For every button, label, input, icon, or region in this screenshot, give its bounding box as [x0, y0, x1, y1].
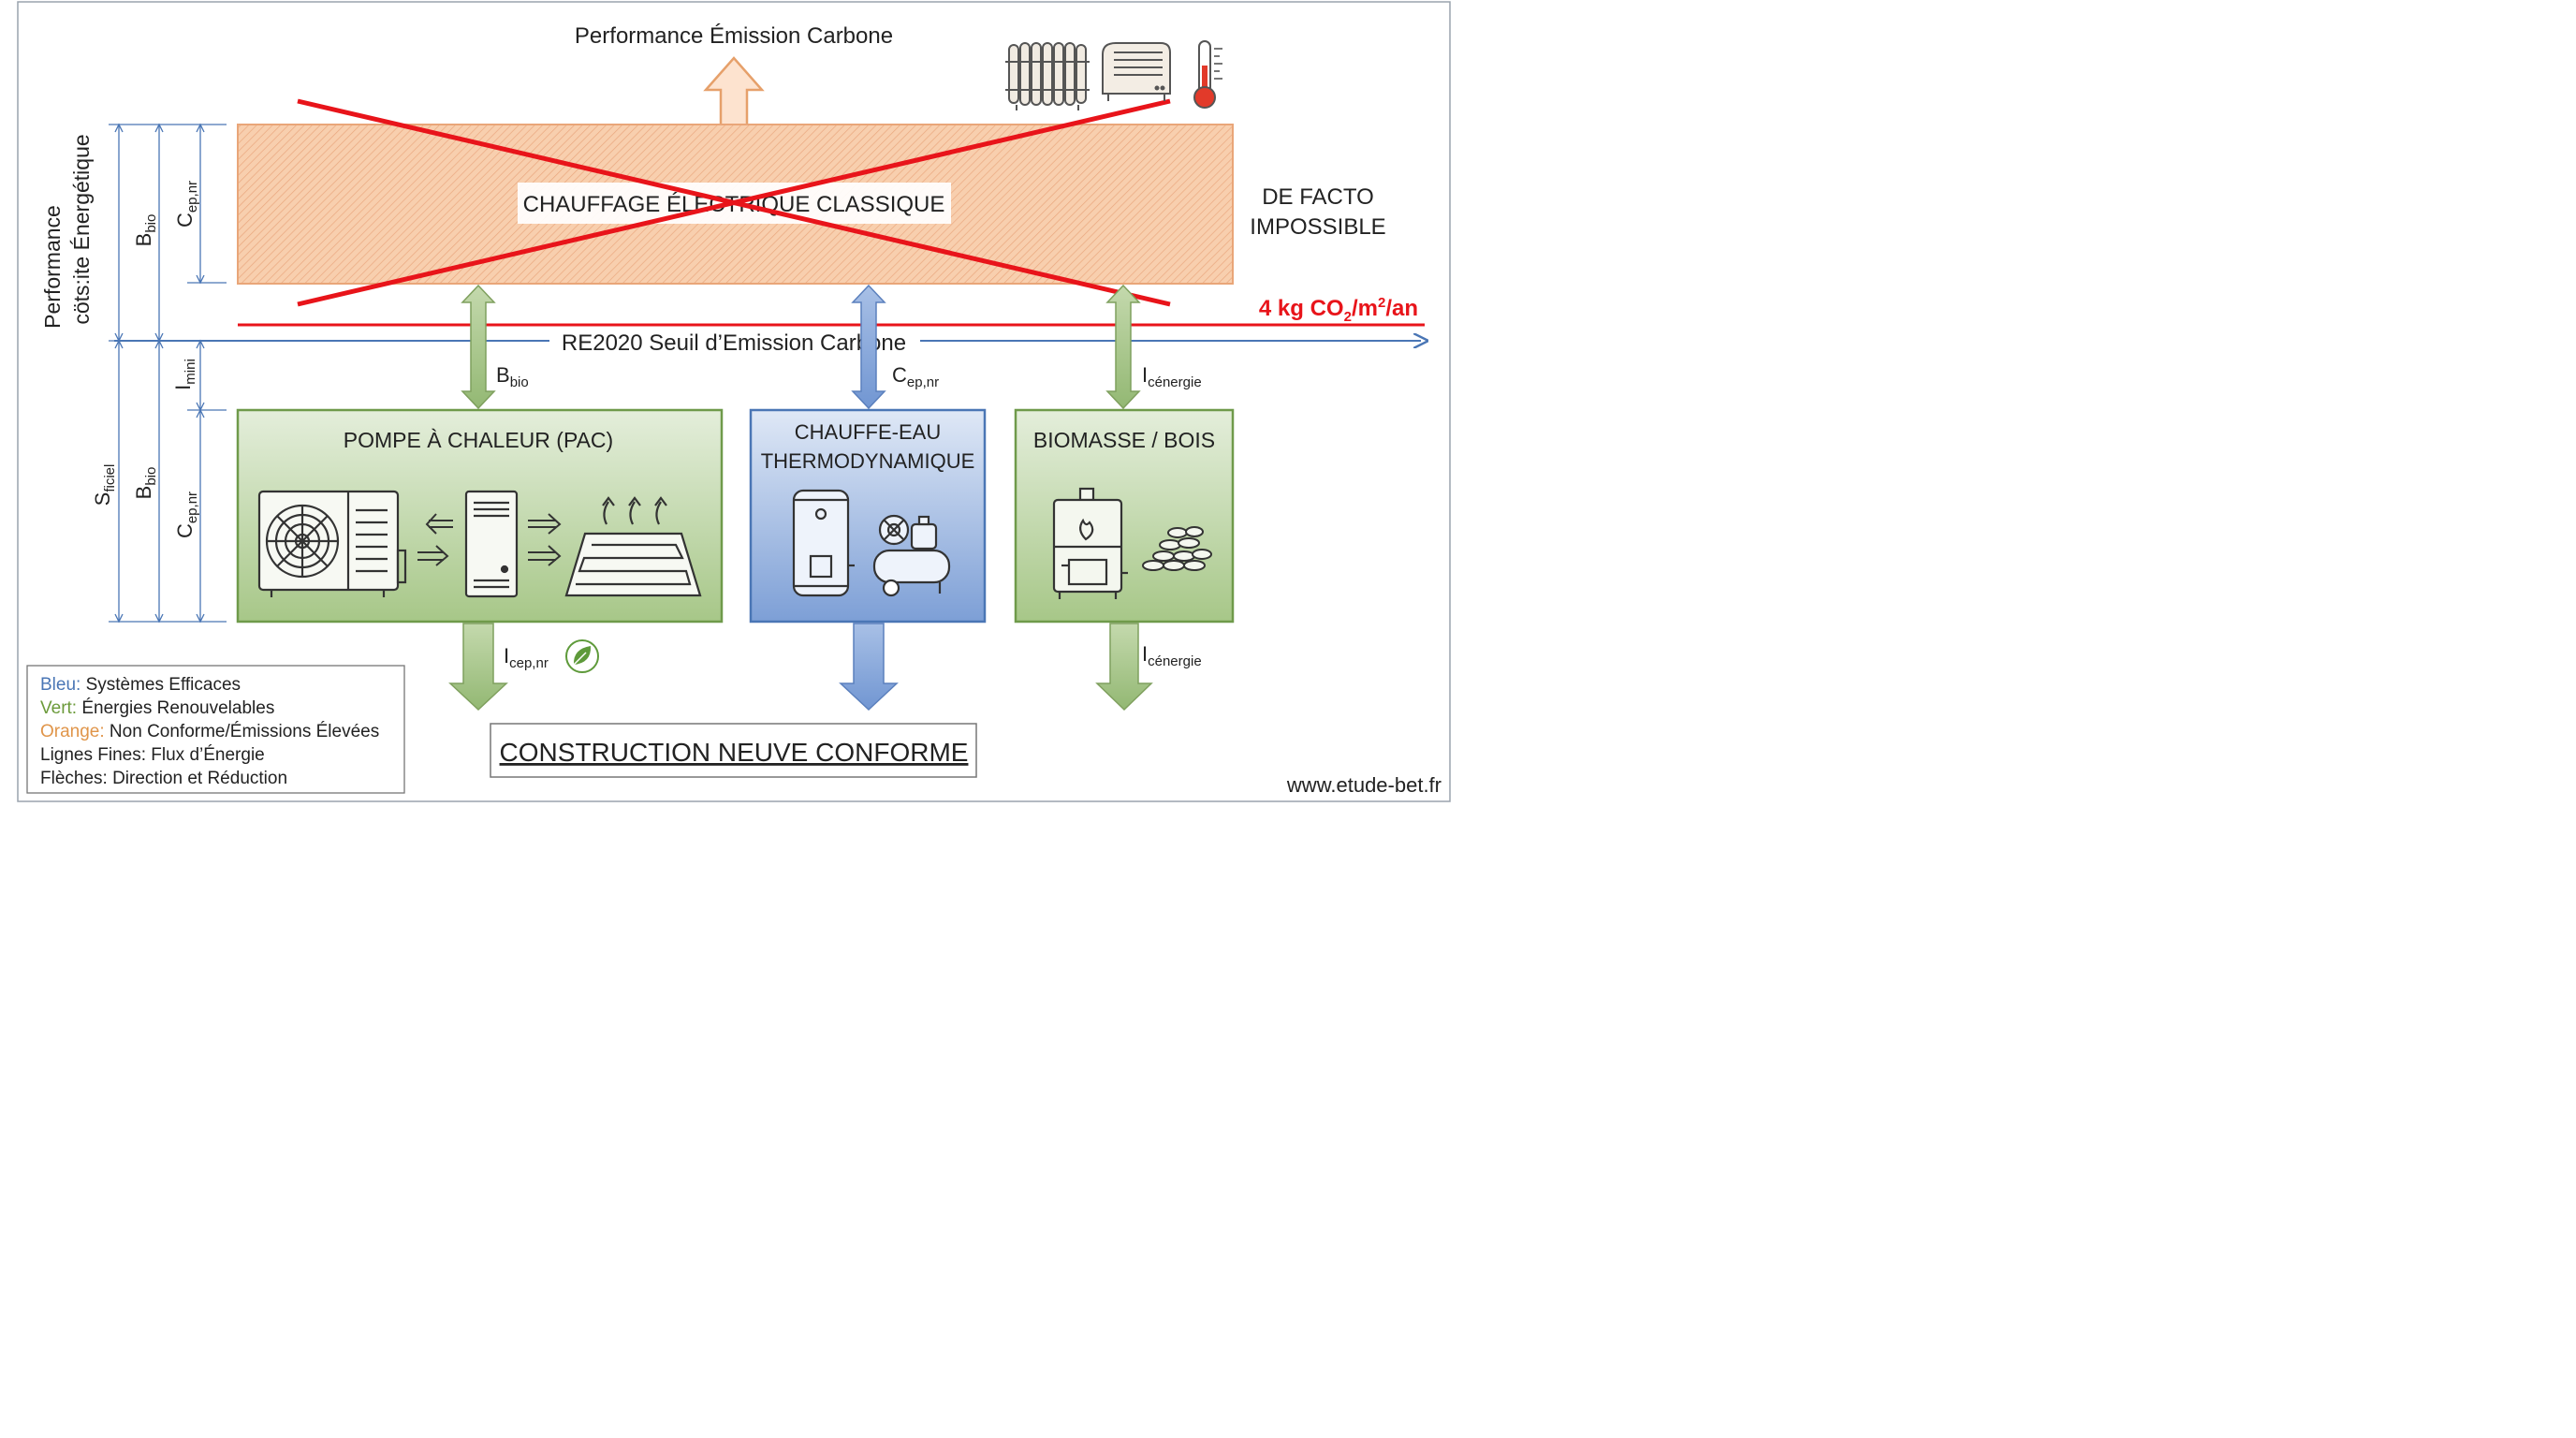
re2020-axis-label: RE2020 Seuil d’Emission Carbone	[562, 330, 906, 356]
thermometer-icon	[1193, 40, 1222, 109]
dim-cep-top: Cep,nr	[173, 181, 200, 227]
legend-item: Orange: Non Conforme/Émissions Élevées	[40, 722, 379, 741]
left-axis-title-2: cöts:ite Énergétique	[69, 134, 94, 324]
left-axis-title-1: Performance	[40, 205, 65, 329]
compressor-icon	[872, 514, 951, 597]
biomasse-double-arrow	[1105, 284, 1141, 410]
dim-imini: Imini	[171, 359, 198, 390]
leaf-icon	[565, 639, 599, 673]
result-label: CONSTRUCTION NEUVE CONFORME	[500, 738, 969, 767]
electric-heating-box	[237, 124, 1234, 285]
red-cross-line-2	[297, 98, 1171, 307]
legend-item: Flèches: Direction et Réduction	[40, 769, 287, 788]
page-frame	[17, 1, 1451, 802]
water-tank-icon	[792, 489, 855, 597]
dim-cep-bottom: Cep,nr	[173, 492, 200, 538]
radiator-icon	[1005, 42, 1090, 110]
chauffe-title-2: THERMODYNAMIQUE	[761, 449, 975, 473]
dim-sficiel: Sficiel	[91, 464, 118, 506]
chauffe-down-arrow	[839, 623, 899, 712]
indoor-unit-icon	[464, 490, 519, 598]
dimension-lines	[109, 123, 227, 624]
legend-item: Vert: Énergies Renouvelables	[40, 698, 274, 718]
pac-down-arrow	[448, 623, 508, 712]
biomasse-arrow-label: Icénergie	[1142, 363, 1202, 390]
carbon-threshold-value: 4 kg CO2/m2/an	[1259, 295, 1418, 325]
dim-bbio-top: Bbio	[132, 214, 159, 247]
de-facto-line-2: IMPOSSIBLE	[1250, 214, 1385, 240]
emission-up-arrow	[703, 56, 765, 125]
website-url: www.etude-bet.fr	[1286, 773, 1442, 797]
flow-arrows-right	[528, 513, 562, 566]
diagram-title: Performance Émission Carbone	[575, 23, 893, 49]
dim-bbio-bottom: Bbio	[132, 467, 159, 500]
biomasse-down-arrow	[1095, 623, 1153, 712]
pac-down-label: Icep,nr	[504, 644, 549, 671]
biomasse-title: BIOMASSE / BOIS	[1033, 428, 1215, 452]
de-facto-line-1: DE FACTO	[1262, 184, 1374, 210]
wood-stove-icon	[1052, 487, 1128, 599]
legend-box	[26, 665, 405, 794]
chauffe-double-arrow	[851, 284, 886, 410]
re2020-axis-label-bg	[549, 328, 920, 356]
floor-heating-icon	[564, 496, 702, 597]
flow-arrows-left	[417, 513, 453, 566]
wood-logs-icon	[1142, 526, 1212, 571]
chauffe-title-1: CHAUFFE-EAU	[795, 420, 941, 444]
pac-arrow-label: Bbio	[496, 363, 529, 390]
pac-title: POMPE À CHALEUR (PAC)	[344, 428, 613, 452]
biomasse-down-label: Icénergie	[1142, 642, 1202, 669]
chauffe-box	[749, 408, 987, 624]
chauffe-arrow-label: Cep,nr	[892, 363, 939, 390]
result-box	[490, 723, 977, 778]
biomasse-box	[1014, 408, 1235, 624]
pac-double-arrow	[461, 284, 496, 410]
convector-heater-icon	[1102, 42, 1171, 101]
legend-item: Bleu: Systèmes Efficaces	[40, 675, 241, 695]
outdoor-unit-icon	[257, 490, 407, 597]
legend-item: Lignes Fines: Flux d’Énergie	[40, 745, 265, 765]
